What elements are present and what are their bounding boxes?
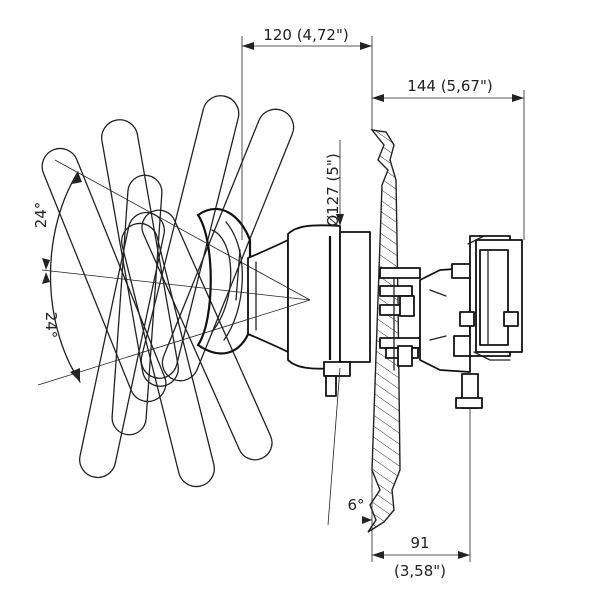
dim-144: 144 (5,67") [372, 77, 525, 240]
motor-leg [247, 224, 371, 397]
dim-144-label: 144 (5,67") [407, 77, 492, 95]
angle-lines [37, 159, 311, 386]
propeller-blades [41, 95, 295, 488]
propeller-hub [196, 208, 252, 355]
dim-91-value: 91 [410, 534, 429, 552]
dim-120-label: 120 (4,72") [263, 26, 348, 44]
mounting-bolts [379, 267, 421, 371]
tilt-label: 6° [347, 496, 364, 514]
angle-down-label: 24° [42, 312, 60, 339]
angle-up-label: 24° [32, 202, 50, 229]
dim-91: 91 (3,58") [372, 408, 471, 580]
dim-120: 120 (4,72") [241, 26, 373, 240]
hull-wall [367, 129, 401, 533]
motor-unit [419, 235, 523, 409]
dim-diameter: Ø127 (5") [324, 140, 344, 227]
dim-tilt: 6° [327, 367, 373, 562]
dim-diameter-label: Ø127 (5") [324, 153, 342, 226]
dim-91-inch: (3,58") [394, 562, 446, 580]
